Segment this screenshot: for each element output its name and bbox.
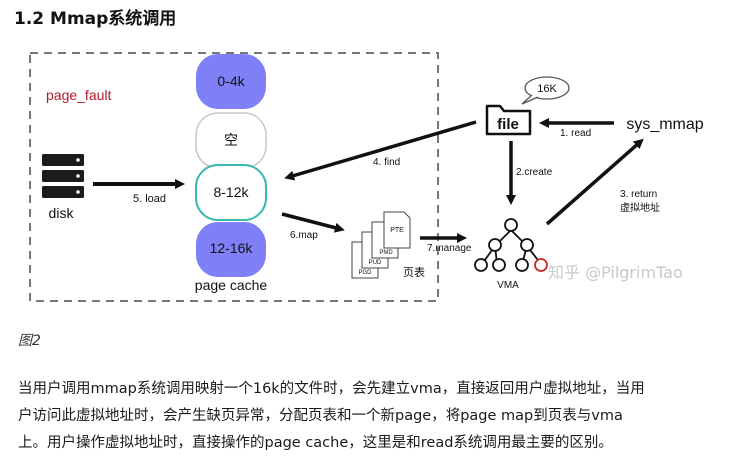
vma-tree-icon [474, 218, 548, 272]
figure-caption: 图2 [18, 333, 41, 349]
arrow-return [545, 138, 644, 226]
watermark: 知乎 @PilgrimTao [548, 263, 683, 282]
kernel-boundary [29, 52, 439, 302]
cache-block-empty: 空 [224, 133, 238, 149]
page-fault-label: page_fault [46, 87, 112, 103]
step-return-label-1: 3. return [620, 189, 657, 200]
disk-label: disk [49, 205, 75, 221]
page-table-label: 页表 [403, 265, 425, 279]
arrow-find [284, 120, 477, 181]
sys-mmap-label: sys_mmap [626, 116, 703, 133]
step-manage-label: 7.manage [427, 243, 472, 254]
page-cache-label: page cache [195, 277, 268, 293]
step-return-label-2: 虚拟地址 [620, 201, 660, 214]
disk-icon [42, 154, 84, 198]
arrow-map [281, 212, 345, 233]
cache-block-8-12k: 8-12k [213, 184, 249, 200]
cache-block-12-16k: 12-16k [210, 240, 254, 256]
page-table-icon [351, 211, 411, 279]
step-create-label: 2.create [516, 167, 553, 178]
paragraph-line: 户访问此虚拟地址时，会产生缺页异常，分配页表和一个新page，将page map… [18, 408, 623, 424]
page-cache [195, 54, 267, 277]
paragraph-line: 上。用户操作虚拟地址时，直接操作的page cache，这里是和read系统调用… [18, 435, 613, 451]
section-heading: 1.2 Mmap系统调用 [14, 9, 177, 29]
page-table-pgd: PGD [358, 270, 372, 276]
file-icon [485, 104, 532, 136]
step-map-label: 6.map [290, 230, 318, 241]
cache-block-0-4k: 0-4k [217, 73, 245, 89]
file-label: file [497, 116, 519, 133]
mmap-diagram: page_fault disk 0-4k 空 8-12k 12-16k page… [29, 52, 704, 302]
step-find-label: 4. find [373, 157, 400, 168]
step-load-label: 5. load [133, 193, 166, 205]
paragraph-line: 当用户调用mmap系统调用映射一个16k的文件时，会先建立vma，直接返回用户虚… [18, 381, 645, 397]
file-size-text: 16K [537, 83, 557, 95]
page-table-pte: PTE [390, 227, 404, 234]
step-read-label: 1. read [560, 128, 591, 139]
body-paragraph: 当用户调用mmap系统调用映射一个16k的文件时，会先建立vma，直接返回用户虚… [18, 376, 718, 457]
page-table-pud: PUD [369, 260, 382, 266]
file-size-badge [521, 76, 570, 105]
vma-label: VMA [497, 280, 519, 291]
page-table-pmd: PMD [379, 250, 393, 256]
